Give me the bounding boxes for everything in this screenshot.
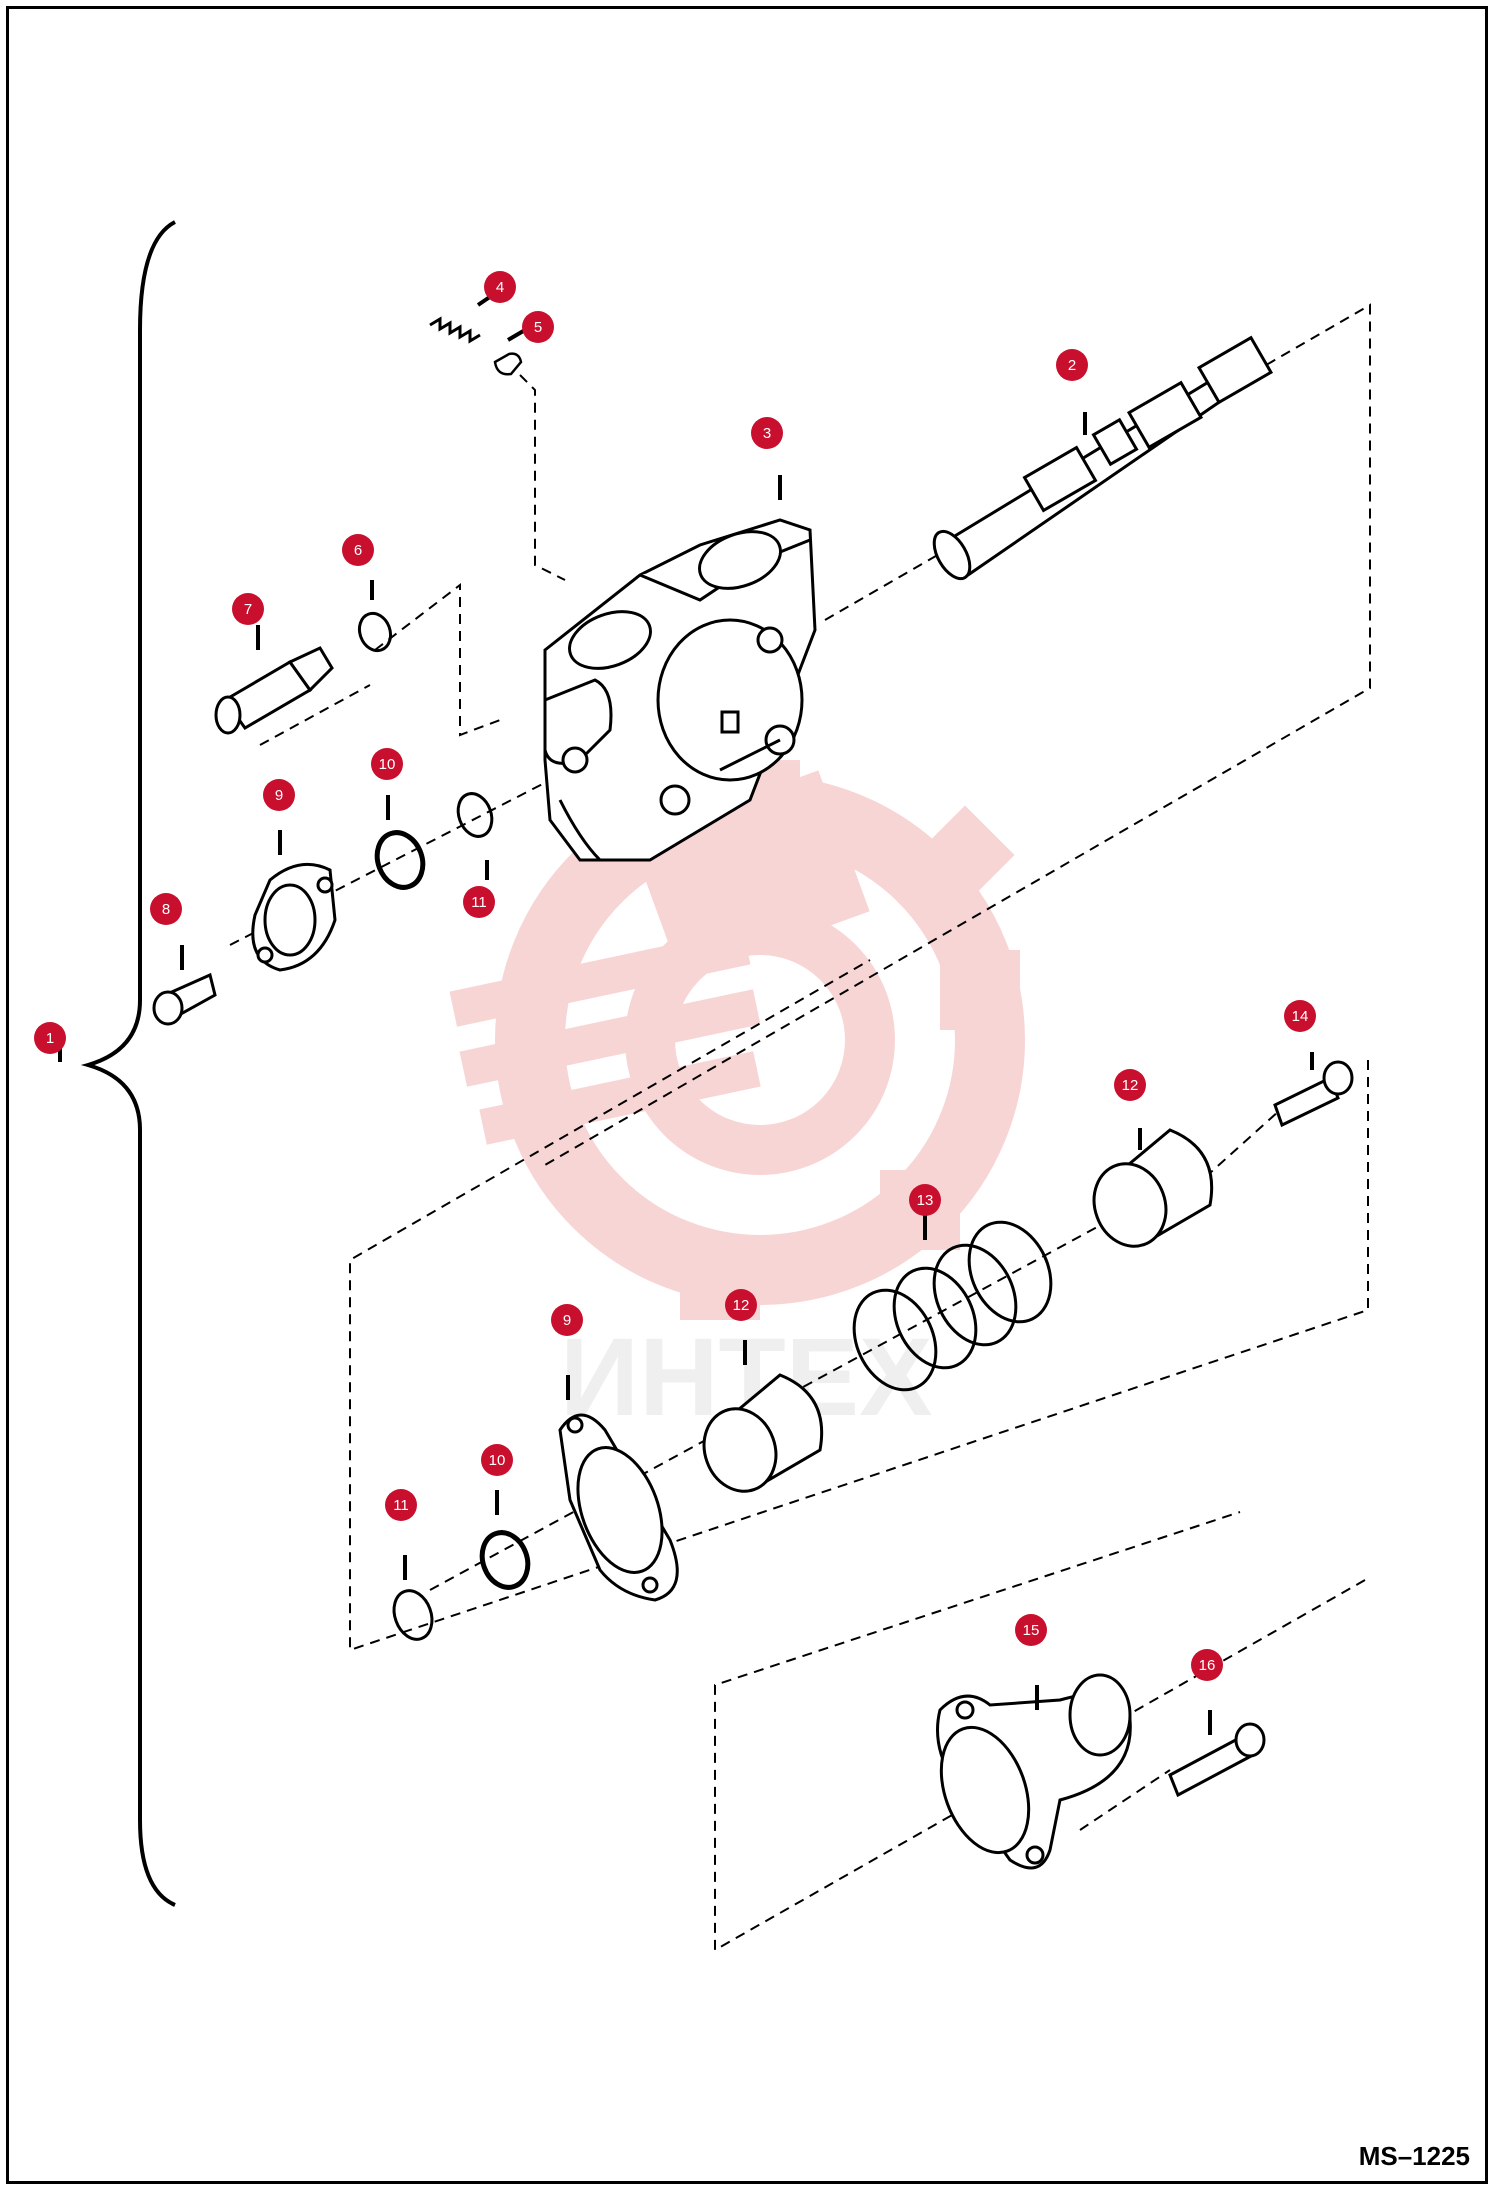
svg-text:11: 11: [471, 894, 487, 911]
svg-text:10: 10: [489, 1452, 506, 1469]
part-spool: [932, 335, 1274, 581]
svg-text:11: 11: [393, 1497, 409, 1514]
svg-text:12: 12: [1122, 1077, 1139, 1094]
part-spring-seat-lower: [702, 1373, 824, 1493]
drawing-code: MS–1225: [1358, 2141, 1470, 2171]
part-oring-upper: [456, 792, 494, 838]
callout-9: 9: [263, 779, 295, 811]
svg-text:6: 6: [354, 542, 362, 559]
part-small-plug: [493, 352, 523, 376]
callout-4: 4: [484, 271, 516, 303]
callout-8: 8: [150, 893, 182, 925]
callout-10-lower: 10: [481, 1444, 513, 1476]
callout-13: 13: [909, 1184, 941, 1216]
callout-15: 15: [1015, 1614, 1047, 1646]
part-backup-ring-lower: [479, 1530, 531, 1590]
watermark-logo: ИНТЕХ: [449, 760, 1025, 1439]
svg-text:13: 13: [917, 1192, 934, 1209]
svg-text:5: 5: [534, 319, 542, 336]
svg-text:9: 9: [275, 787, 283, 804]
svg-text:7: 7: [244, 601, 252, 618]
part-return-spring: [852, 1220, 1053, 1392]
svg-text:16: 16: [1199, 1657, 1216, 1674]
svg-text:1: 1: [46, 1030, 54, 1047]
part-backup-ring-upper: [374, 830, 426, 890]
part-valve-body: [543, 518, 817, 862]
svg-text:4: 4: [496, 279, 504, 296]
drawing-frame: [6, 6, 1488, 2184]
part-oring-small: [357, 611, 393, 653]
svg-text:10: 10: [379, 756, 396, 773]
callout-6: 6: [342, 534, 374, 566]
callout-7: 7: [232, 593, 264, 625]
part-flange-upper: [251, 862, 337, 972]
svg-text:12: 12: [733, 1297, 750, 1314]
assembly-brace: [80, 220, 176, 1907]
callout-16: 16: [1191, 1649, 1223, 1681]
callout-5: 5: [522, 311, 554, 343]
part-bolt-14: [1273, 1060, 1354, 1128]
svg-text:8: 8: [162, 901, 170, 918]
callout-11: 11: [463, 886, 495, 918]
callout-3: 3: [751, 417, 783, 449]
part-bolt-upper: [152, 972, 217, 1026]
part-cap: [936, 1673, 1132, 1870]
callout-2: 2: [1056, 349, 1088, 381]
part-oring-lower: [392, 1589, 434, 1641]
svg-text:3: 3: [763, 425, 771, 442]
callout-10: 10: [371, 748, 403, 780]
part-bolt-lower: [1168, 1722, 1266, 1798]
part-spring-seat-upper: [1092, 1128, 1214, 1248]
callout-12-lower: 12: [725, 1289, 757, 1321]
svg-text:2: 2: [1068, 357, 1076, 374]
callout-14: 14: [1284, 1000, 1316, 1032]
part-small-spring: [429, 316, 481, 344]
svg-text:9: 9: [563, 1312, 571, 1329]
svg-text:14: 14: [1292, 1008, 1309, 1025]
callout-1: 1: [34, 1022, 66, 1054]
callout-12: 12: [1114, 1069, 1146, 1101]
callout-11-lower: 11: [385, 1489, 417, 1521]
part-relief-cartridge: [214, 646, 334, 735]
callout-9-lower: 9: [551, 1304, 583, 1336]
callout-markers: 1 2 3 4 5 6 7 8 9 10 11 12 13 14 15 16 9…: [34, 271, 1316, 1681]
svg-text:15: 15: [1023, 1622, 1040, 1639]
part-flange-lower: [558, 1413, 679, 1602]
